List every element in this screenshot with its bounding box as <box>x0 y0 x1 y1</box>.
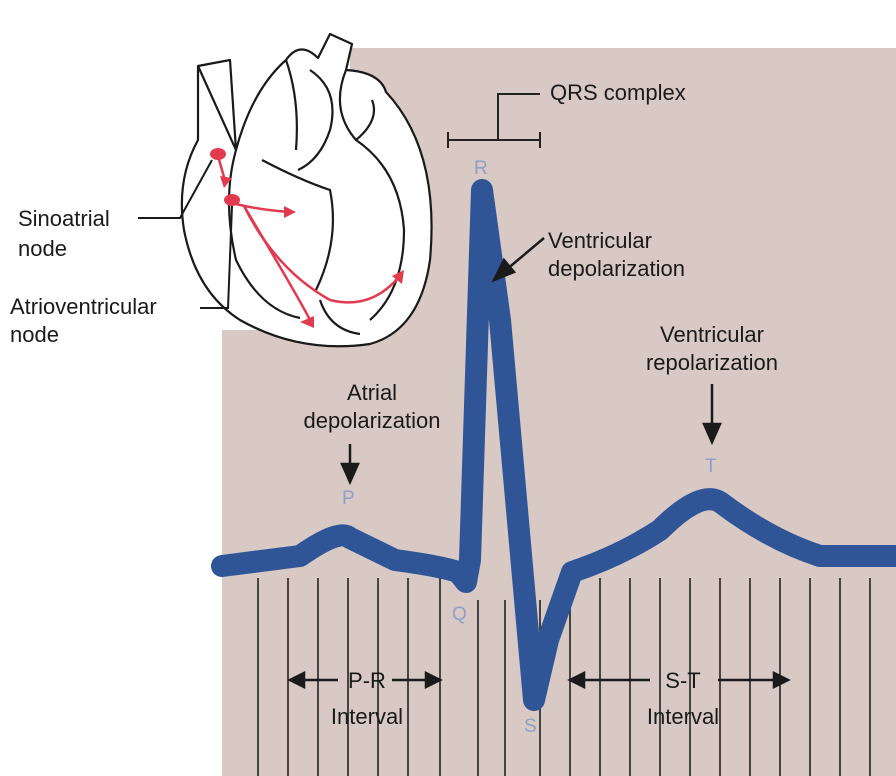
wave-letter-p: P <box>342 488 355 510</box>
sinoatrial-node-label-line1: Sinoatrial <box>18 206 110 232</box>
st-interval-label-line2: Interval <box>638 704 728 730</box>
wave-letter-t: T <box>705 456 717 478</box>
wave-letter-r: R <box>474 158 488 180</box>
atrial-depolarization-label-line2: depolarization <box>292 408 452 434</box>
pr-interval-label-line1: P-R <box>322 668 412 694</box>
atrioventricular-node-marker <box>224 194 240 206</box>
ventricular-depolarization-label-line1: Ventricular <box>548 228 652 254</box>
ventricular-repolarization-label-line1: Ventricular <box>612 322 812 348</box>
ventricular-depolarization-label-line2: depolarization <box>548 256 685 282</box>
st-interval-label-line1: S-T <box>638 668 728 694</box>
wave-letter-q: Q <box>452 604 467 626</box>
sinoatrial-node-label-line2: node <box>18 236 67 262</box>
atrioventricular-node-label-line1: Atrioventricular <box>10 294 157 320</box>
qrs-complex-label: QRS complex <box>550 80 686 106</box>
pr-interval-label-line2: Interval <box>322 704 412 730</box>
atrial-depolarization-label-line1: Atrial <box>292 380 452 406</box>
sinoatrial-node-marker <box>210 148 226 160</box>
atrioventricular-node-label-line2: node <box>10 322 59 348</box>
ventricular-repolarization-label-line2: repolarization <box>612 350 812 376</box>
wave-letter-s: S <box>524 716 537 738</box>
